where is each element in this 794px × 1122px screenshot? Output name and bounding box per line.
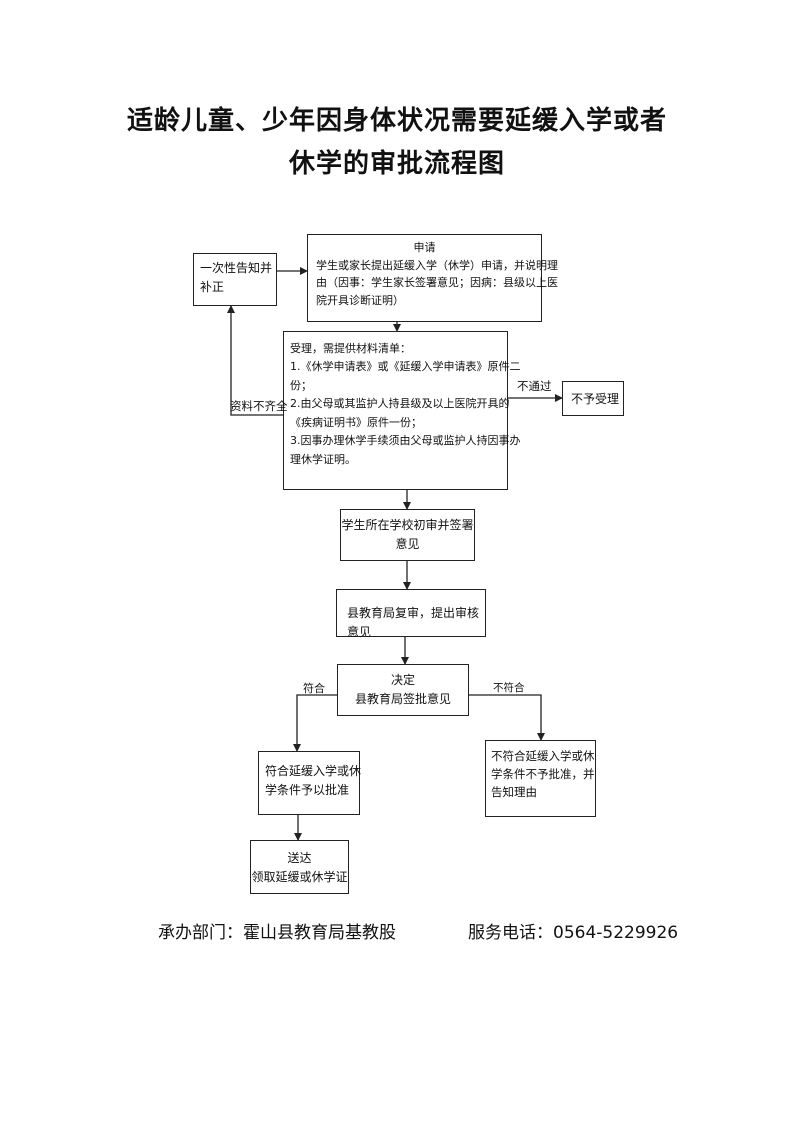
accept-line-1: 受理，需提供材料清单：: [290, 342, 411, 355]
notify-line-1: 一次性告知并: [200, 261, 273, 275]
apply-heading: 申请: [413, 241, 436, 254]
reject-text: 不予受理: [571, 392, 620, 406]
county-box: 县教育局复审，提出审核意见: [336, 589, 486, 639]
notify-box: 一次性告知并 补正: [193, 253, 277, 306]
deny-line-1: 不符合延缓入学或休: [491, 749, 595, 763]
footer-phone-number: 0564-5229926: [553, 923, 679, 943]
school-box: 学生所在学校初审并签署 意见: [340, 509, 475, 561]
school-line-2: 意见: [395, 536, 420, 551]
approve-line-2: 学条件予以批准: [265, 782, 350, 797]
deny-line-3: 告知理由: [491, 784, 537, 799]
accept-line-3: 份；: [290, 378, 312, 392]
decision-line-1: 决定: [390, 673, 415, 687]
county-text: 县教育局复审，提出审核意见: [347, 606, 480, 639]
deliver-line-1: 送达: [287, 851, 312, 865]
apply-line-1: 学生或家长提出延缓入学（休学）申请，并说明理: [316, 258, 558, 272]
accept-line-4: 2.由父母或其监护人持县级及以上医院开具的: [290, 397, 510, 411]
arrow-accept-to-notify: [227, 305, 283, 416]
page-title-line-1: 适龄儿童、少年因身体状况需要延缓入学或者: [126, 106, 667, 136]
notify-line-2: 补正: [200, 279, 225, 294]
accept-line-2: 1.《休学申请表》或《延缓入学申请表》原件二: [290, 360, 521, 374]
apply-box: 申请 学生或家长提出延缓入学（休学）申请，并说明理 由（因事：学生家长签署意见；…: [307, 234, 558, 322]
accept-line-5: 《疾病证明书》原件一份；: [290, 415, 422, 429]
footer-phone: 服务电话：0564-5229926: [468, 918, 678, 943]
accept-box: 受理，需提供材料清单： 1.《休学申请表》或《延缓入学申请表》原件二 份； 2.…: [283, 331, 521, 490]
footer-department: 承办部门：霍山县教育局基教股: [158, 918, 396, 943]
decision-box: 决定 县教育局签批意见: [337, 664, 469, 716]
footer-dept: 霍山县教育局基教股: [243, 923, 396, 943]
approve-box: 符合延缓入学或休 学条件予以批准: [258, 751, 362, 815]
approve-line-1: 符合延缓入学或休: [265, 764, 362, 778]
deny-line-2: 学条件不予批准，并: [491, 766, 595, 781]
accept-line-7: 理休学证明。: [290, 452, 356, 466]
footer-phone-label: 服务电话：: [468, 923, 553, 943]
reject-box: 不予受理: [562, 381, 624, 416]
deliver-box: 送达 领取延缓或休学证: [250, 840, 349, 894]
edge-label-fail: 不通过: [517, 379, 552, 393]
accept-line-6: 3.因事办理休学手续须由父母或监护人持因事办: [290, 434, 521, 448]
deliver-line-2: 领取延缓或休学证: [251, 869, 348, 884]
arrow-decision-to-deny: [469, 694, 545, 741]
edge-label-incomplete: 资料不齐全: [230, 399, 288, 413]
decision-line-2: 县教育局签批意见: [354, 691, 451, 706]
arrow-decision-to-approve: [293, 694, 337, 752]
page-title-line-2: 休学的审批流程图: [288, 149, 505, 179]
apply-line-2: 由（因事：学生家长签署意见；因病：县级以上医: [316, 276, 558, 290]
edge-label-meets: 符合: [303, 682, 325, 695]
school-line-1: 学生所在学校初审并签署: [341, 518, 474, 532]
deny-box: 不符合延缓入学或休 学条件不予批准，并 告知理由: [485, 740, 596, 817]
apply-line-3: 院开具诊断证明）: [316, 293, 404, 307]
footer-dept-label: 承办部门：: [158, 923, 243, 943]
edge-label-not-meet: 不符合: [493, 682, 525, 694]
